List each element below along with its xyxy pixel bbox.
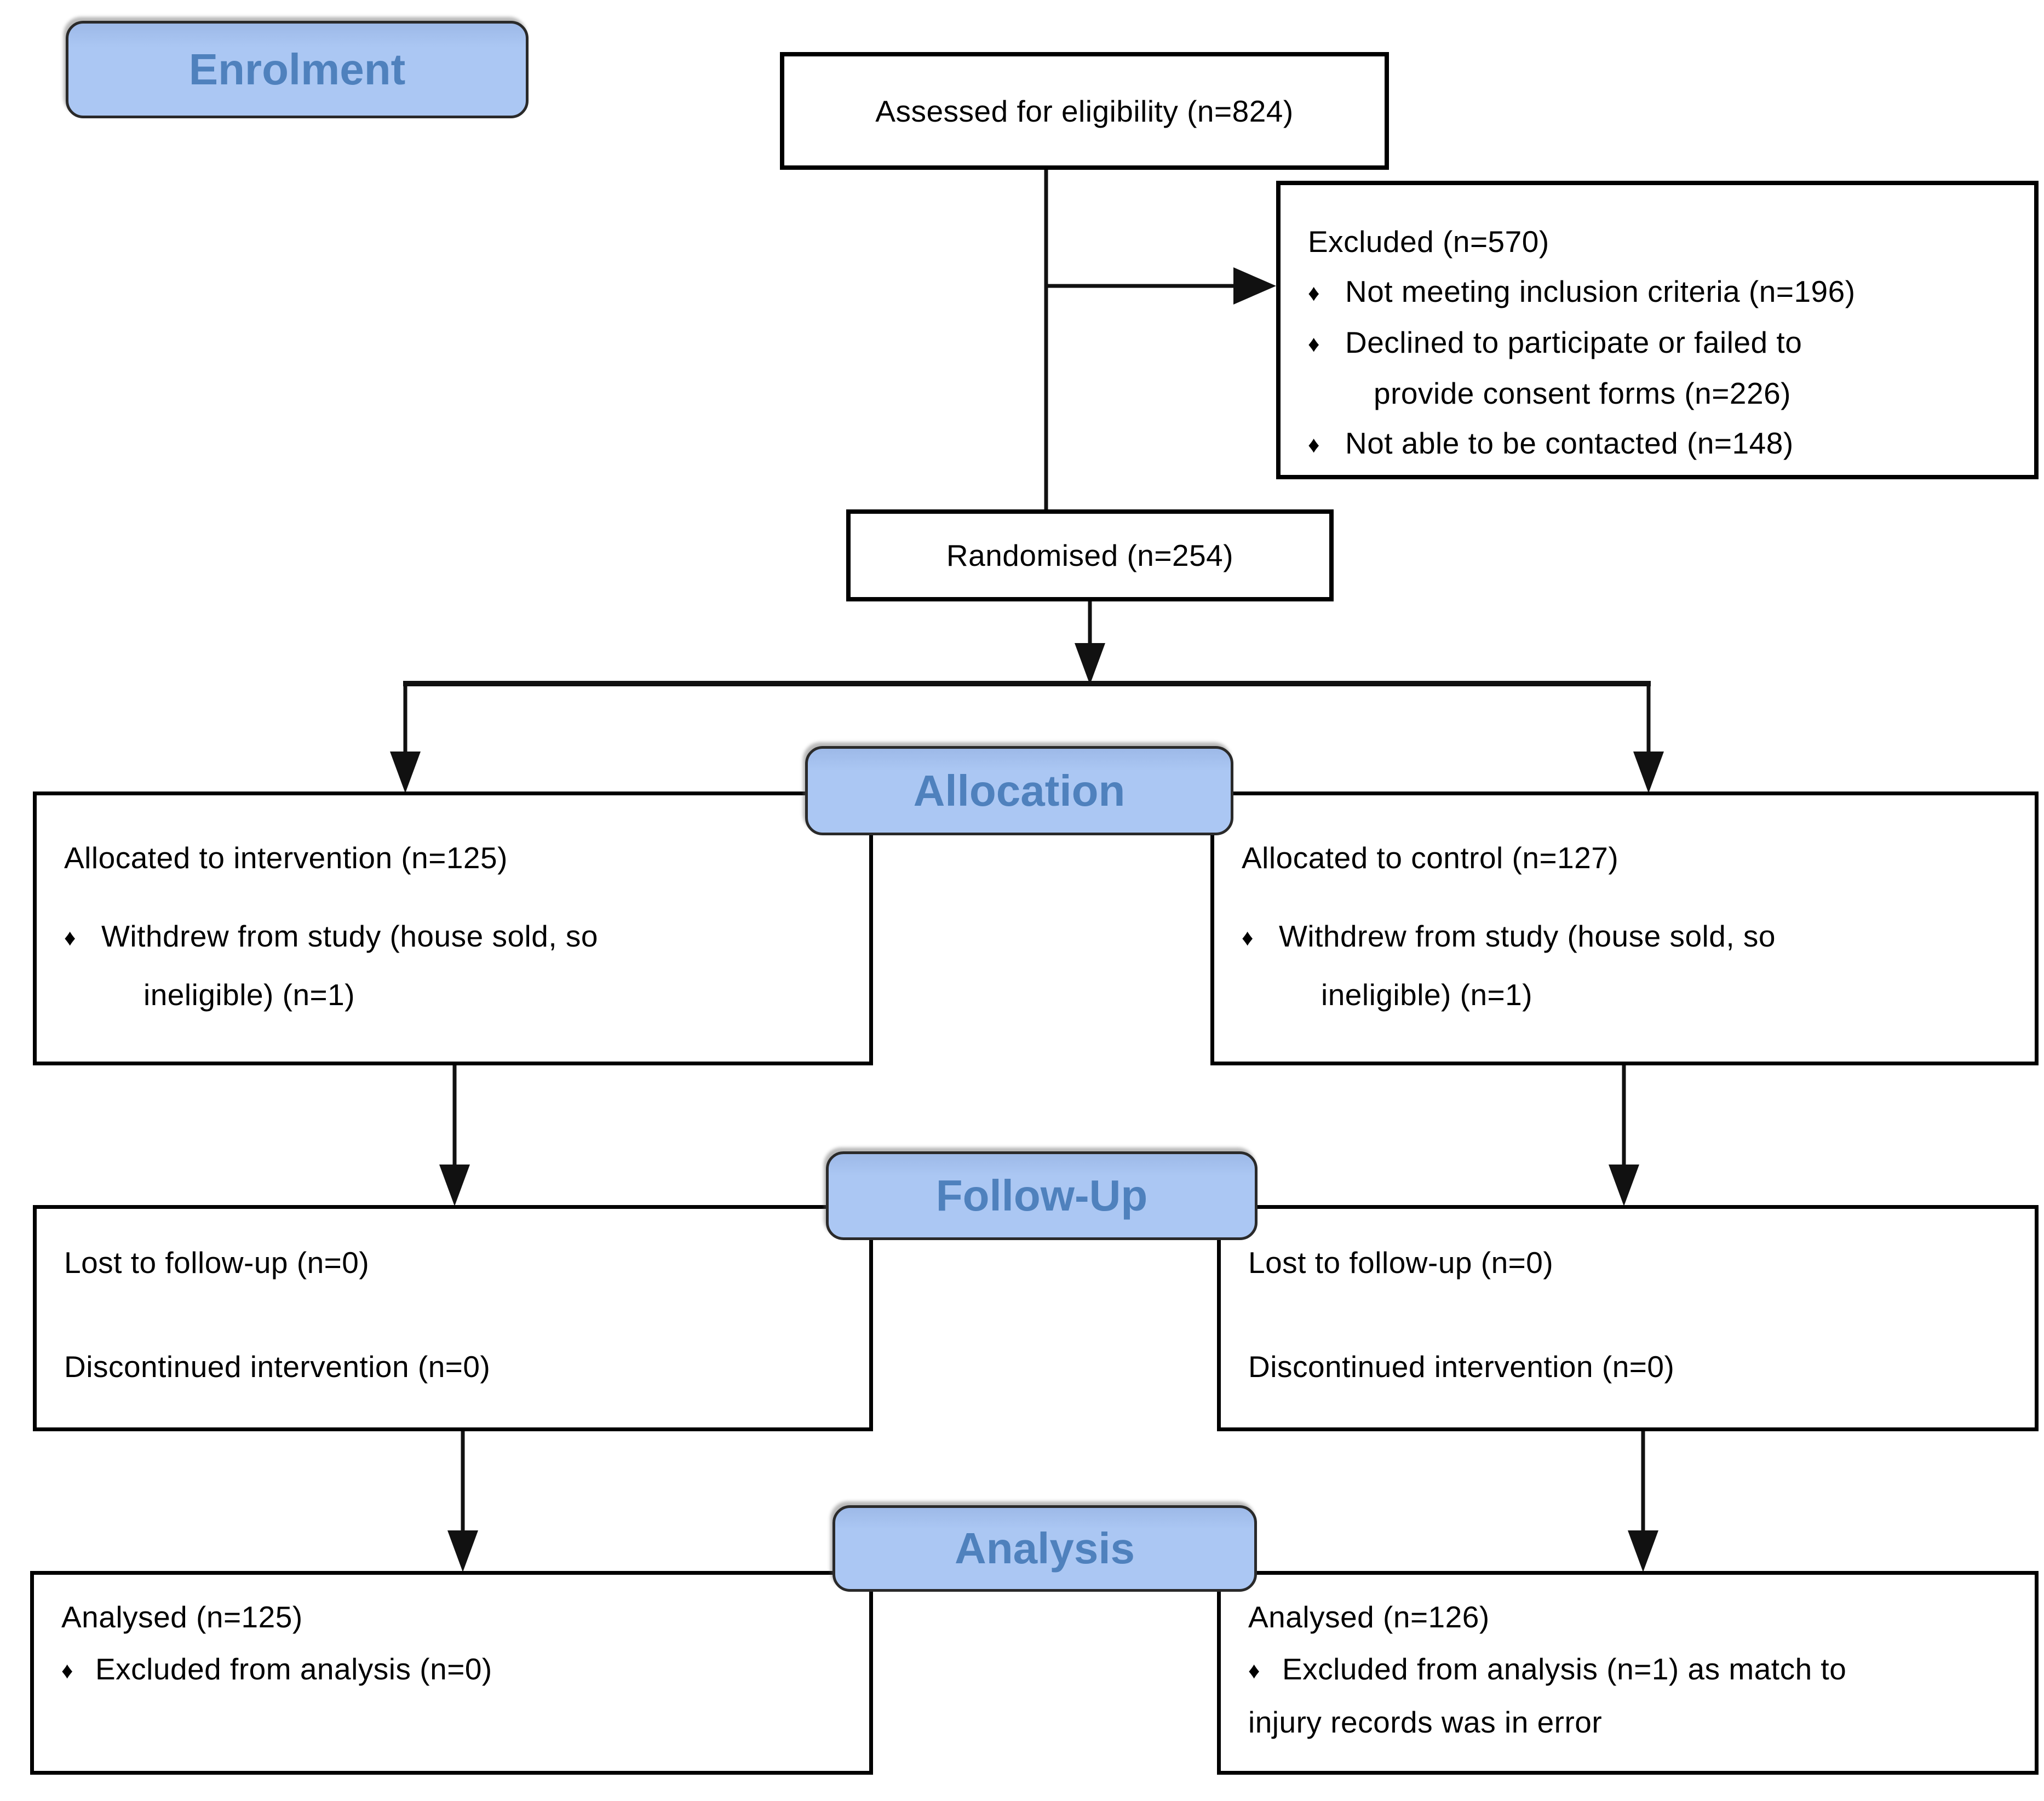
excluded-bullet-2: ♦ Declined to participate or failed to [1308, 318, 2012, 369]
stage-label-analysis: Analysis [832, 1505, 1257, 1592]
analysis-intervention-bullet-text: Excluded from analysis (n=0) [95, 1652, 492, 1686]
arrowhead-followup-right [1609, 1165, 1639, 1206]
stage-label-analysis-text: Analysis [954, 1524, 1135, 1573]
diamond-bullet-icon: ♦ [61, 1657, 73, 1683]
arrowhead-followup-left [439, 1165, 470, 1206]
arrowhead-analysis-right [1628, 1530, 1658, 1572]
diamond-bullet-icon: ♦ [1308, 331, 1320, 357]
stage-label-enrolment-text: Enrolment [188, 45, 406, 94]
excluded-bullet-2-text: Declined to participate or failed to [1345, 325, 1802, 359]
arrowhead-analysis-left [447, 1530, 478, 1572]
analysis-control-title: Analysed (n=126) [1248, 1600, 1490, 1634]
allocation-control-box: Allocated to control (n=127) ♦ Withdrew … [1210, 791, 2039, 1065]
excluded-bullet-2-wrap: provide consent forms (n=226) [1374, 376, 1791, 410]
allocation-control-bullet-text: Withdrew from study (house sold, so [1279, 919, 1776, 953]
excluded-title: Excluded (n=570) [1308, 225, 1549, 259]
arrowhead-excluded [1233, 267, 1276, 305]
assessed-box: Assessed for eligibility (n=824) [780, 52, 1389, 170]
diamond-bullet-icon: ♦ [1242, 925, 1254, 950]
followup-control-line2: Discontinued intervention (n=0) [1248, 1350, 1675, 1384]
analysis-control-box: Analysed (n=126) ♦ Excluded from analysi… [1217, 1571, 2039, 1775]
excluded-bullet-1-text: Not meeting inclusion criteria (n=196) [1345, 274, 1856, 308]
arrowhead-bar [1075, 643, 1105, 685]
allocation-control-bullet: ♦ Withdrew from study (house sold, so [1242, 908, 2013, 966]
stage-label-enrolment: Enrolment [66, 21, 529, 118]
excluded-bullet-3-text: Not able to be contacted (n=148) [1345, 426, 1794, 460]
allocation-intervention-box: Allocated to intervention (n=125) ♦ With… [33, 791, 873, 1065]
stage-label-allocation: Allocation [805, 746, 1233, 835]
assessed-text: Assessed for eligibility (n=824) [875, 94, 1294, 128]
allocation-intervention-bullet-text: Withdrew from study (house sold, so [101, 919, 599, 953]
followup-intervention-box: Lost to follow-up (n=0) Discontinued int… [33, 1205, 873, 1431]
followup-intervention-line2: Discontinued intervention (n=0) [64, 1350, 491, 1384]
followup-intervention-line1: Lost to follow-up (n=0) [64, 1246, 370, 1280]
diamond-bullet-icon: ♦ [1308, 280, 1320, 306]
analysis-intervention-box: Analysed (n=125) ♦ Excluded from analysi… [30, 1571, 873, 1775]
connector-group [403, 169, 1651, 1532]
diamond-bullet-icon: ♦ [64, 925, 76, 950]
excluded-bullet-3: ♦ Not able to be contacted (n=148) [1308, 418, 2012, 469]
analysis-control-bullet-text: Excluded from analysis (n=1) as match to [1282, 1652, 1847, 1686]
randomised-text: Randomised (n=254) [946, 538, 1234, 572]
allocation-control-title: Allocated to control (n=127) [1242, 841, 1619, 875]
allocation-intervention-bullet: ♦ Withdrew from study (house sold, so [64, 908, 847, 966]
followup-control-line1: Lost to follow-up (n=0) [1248, 1246, 1554, 1280]
arrowhead-group [390, 267, 1664, 1572]
allocation-intervention-bullet-wrap: ineligible) (n=1) [143, 978, 355, 1012]
stage-label-followup: Follow-Up [826, 1151, 1258, 1240]
randomised-box: Randomised (n=254) [846, 509, 1334, 601]
stage-label-followup-text: Follow-Up [935, 1171, 1148, 1220]
analysis-control-bullet-wrap: injury records was in error [1248, 1705, 1603, 1739]
followup-control-box: Lost to follow-up (n=0) Discontinued int… [1217, 1205, 2039, 1431]
excluded-bullet-1: ♦ Not meeting inclusion criteria (n=196) [1308, 267, 2012, 318]
diamond-bullet-icon: ♦ [1248, 1657, 1260, 1683]
analysis-control-bullet: ♦ Excluded from analysis (n=1) as match … [1248, 1643, 2013, 1696]
excluded-box: Excluded (n=570) ♦ Not meeting inclusion… [1276, 181, 2039, 479]
allocation-control-bullet-wrap: ineligible) (n=1) [1321, 978, 1533, 1012]
analysis-intervention-title: Analysed (n=125) [61, 1600, 303, 1634]
stage-label-allocation-text: Allocation [913, 766, 1126, 815]
arrowhead-alloc-left [390, 752, 421, 793]
allocation-intervention-title: Allocated to intervention (n=125) [64, 841, 508, 875]
analysis-intervention-bullet: ♦ Excluded from analysis (n=0) [61, 1643, 847, 1696]
diamond-bullet-icon: ♦ [1308, 432, 1320, 457]
arrowhead-alloc-right [1633, 752, 1664, 793]
